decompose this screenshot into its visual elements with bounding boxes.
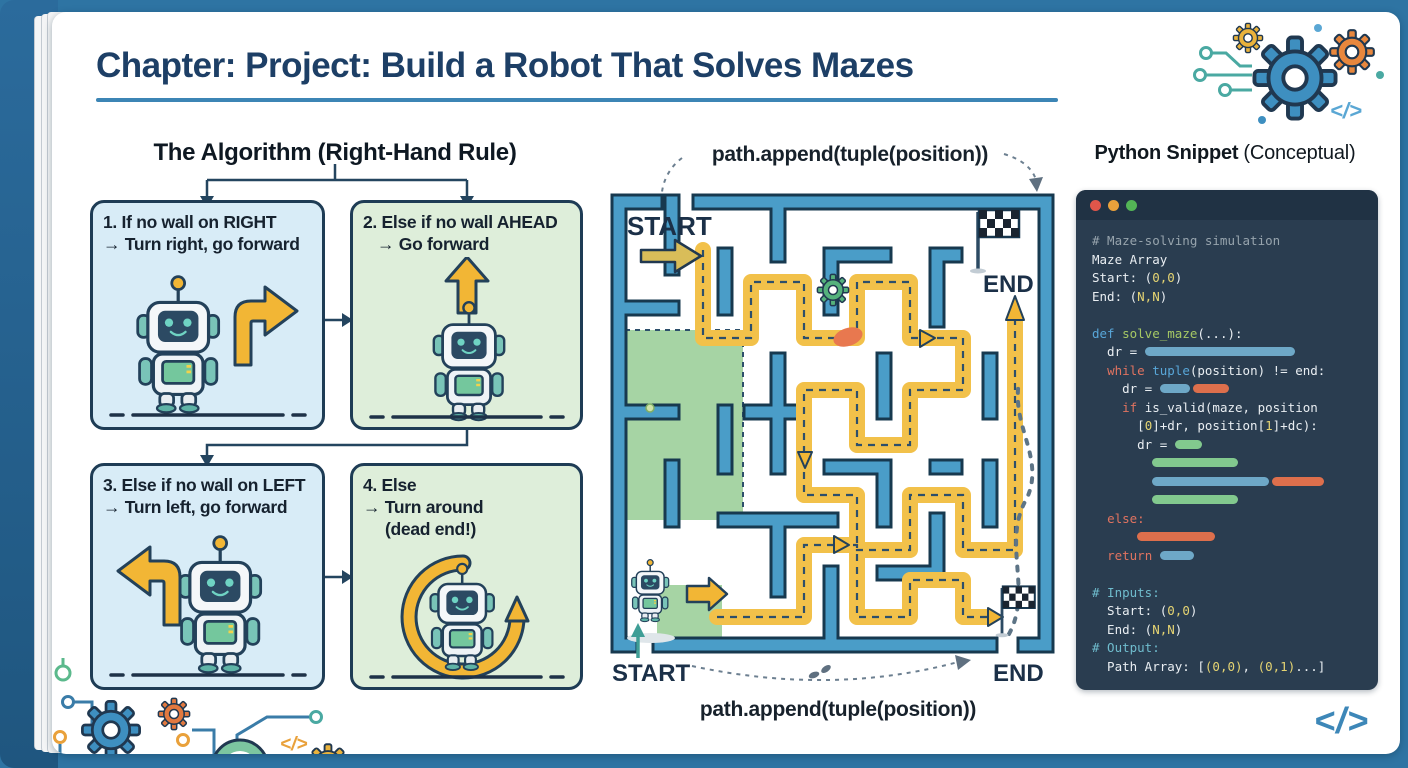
rule-box-3: 3. Else if no wall on LEFT→ Turn left, g…: [90, 463, 325, 690]
maze-annotation-top: path.append(tuple(position)): [711, 143, 989, 166]
page-title: Chapter: Project: Build a Robot That Sol…: [96, 46, 914, 85]
dot: [1314, 24, 1322, 32]
redacted-code-pill: [1144, 347, 1295, 356]
code-brackets-icon: </>: [280, 734, 307, 754]
redacted-code-pill: [1272, 476, 1325, 486]
rule-line: 3. Else if no wall on LEFT: [103, 475, 306, 495]
maze-start-bottom-label: START: [612, 660, 691, 687]
gear-icon: [1232, 22, 1264, 54]
redacted-code-pill: [1152, 495, 1239, 504]
rule-line: 4. Else: [363, 475, 417, 495]
algorithm-heading: The Algorithm (Right-Hand Rule): [153, 139, 517, 166]
dot: [1376, 71, 1384, 79]
circuit-node: [1199, 46, 1213, 60]
rule-line: (dead end!): [385, 519, 477, 540]
gear-icon: [81, 700, 141, 754]
robot-direction-arrow: [685, 576, 729, 612]
finish-flag-icon: [968, 208, 1021, 276]
circuit-trace: [1212, 51, 1252, 68]
maze-annotation-bottom: path.append(tuple(position)): [699, 698, 977, 721]
redacted-code-pill: [1152, 476, 1270, 486]
turn-left-arrow: [116, 545, 182, 627]
rule-line: → Turn right, go forward: [103, 234, 300, 255]
window-controls: [1090, 199, 1137, 211]
redacted-code-pill: [1159, 384, 1190, 393]
snippet-heading: Python Snippet(Conceptual): [1070, 142, 1380, 165]
circuit-node: [176, 733, 190, 747]
title-underline: [96, 98, 1058, 102]
maze: START END: [605, 190, 1060, 658]
rule-line: 2. Else if no wall AHEAD: [363, 212, 558, 232]
gear-icon: [1252, 35, 1338, 121]
orange-marker: [833, 327, 863, 347]
rule-box-2: 2. Else if no wall AHEAD→ Go forward: [350, 200, 583, 430]
decor-top-right: </>: [1193, 22, 1384, 124]
turn-around-arrow: [403, 557, 523, 677]
snippet-heading-light: (Conceptual): [1243, 142, 1356, 164]
gear-icon: [307, 743, 349, 754]
robot-turn-around-illustration: [369, 554, 565, 680]
rule-line: → Turn left, go forward: [103, 497, 288, 518]
gear-icon: [157, 697, 191, 731]
rule-box-4: 4. Else→ Turn around(dead end!): [350, 463, 583, 690]
circuit-node: [54, 664, 72, 682]
code-brackets-icon: </>: [1330, 98, 1362, 123]
robot-forward-illustration: [369, 257, 565, 422]
maze-start-top-label: START: [627, 211, 712, 241]
window-dot: [1090, 199, 1101, 211]
redacted-code-pill: [1192, 384, 1229, 393]
rule-line: → Go forward: [377, 234, 490, 255]
path-arrow-up: [1005, 295, 1025, 321]
finish-flag-icon: [994, 585, 1037, 639]
snippet-heading-bold: Python Snippet: [1094, 142, 1239, 164]
decor-bottom-left: </>: [53, 658, 349, 754]
robot-turn-left-illustration: [109, 535, 307, 677]
turn-right-arrow: [233, 285, 299, 367]
redacted-code-pill: [1152, 458, 1239, 467]
gear-icon: [1329, 29, 1375, 75]
rule-line: 1. If no wall on RIGHT: [103, 212, 277, 232]
target-icon: [214, 738, 266, 754]
dot: [645, 403, 655, 413]
window-titlebar: [1076, 190, 1378, 220]
start-arrow: [639, 238, 703, 274]
redacted-code-pill: [1137, 532, 1216, 541]
maze-end-top-label: END: [983, 271, 1034, 298]
robot-turn-right-illustration: [109, 275, 307, 417]
code-brackets-icon: </>: [1314, 700, 1370, 741]
maze-end-bottom-label: END: [993, 660, 1044, 687]
circuit-node: [309, 710, 323, 724]
window-dot: [1126, 199, 1137, 211]
dot: [1258, 116, 1266, 124]
redacted-code-pill: [1159, 550, 1194, 560]
circuit-node: [1193, 68, 1207, 82]
circuit-node: [61, 695, 75, 709]
circuit-node: [1218, 83, 1232, 97]
window-dot: [1108, 199, 1119, 211]
rule-box-1: 1. If no wall on RIGHT→ Turn right, go f…: [90, 200, 325, 430]
circuit-node: [53, 730, 67, 744]
gear-icon: [816, 273, 850, 307]
page: Chapter: Project: Build a Robot That Sol…: [52, 12, 1400, 754]
forward-arrow: [444, 257, 490, 315]
rule-line: → Turn around: [363, 497, 484, 518]
redacted-code-pill: [1174, 439, 1202, 449]
solution-path: [703, 250, 1015, 617]
